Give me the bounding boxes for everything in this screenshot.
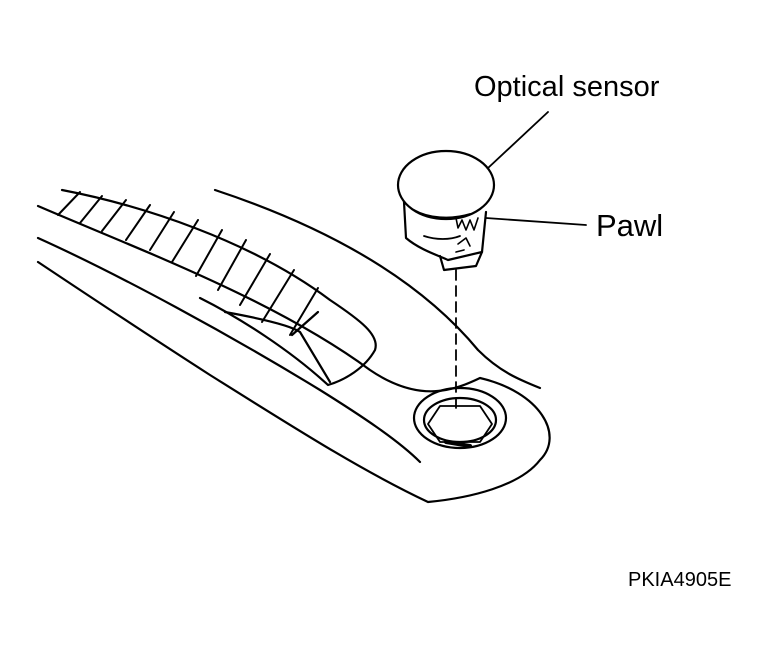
mounting-hole-hex <box>427 405 493 443</box>
mounting-hole-outer <box>412 386 508 450</box>
panel-inner-edge <box>36 236 422 464</box>
leader-pawl <box>485 217 587 226</box>
label-optical-sensor: Optical sensor <box>474 71 660 103</box>
grille-outline <box>60 188 377 387</box>
mounting-hole-shadow <box>444 440 472 448</box>
sensor-pawl-clips <box>455 217 479 253</box>
grille-wedge-edge <box>290 310 320 337</box>
leader-optical-sensor <box>487 111 549 169</box>
sensor-body <box>402 200 488 262</box>
sensor-base <box>438 250 484 272</box>
grille-slats <box>57 191 319 336</box>
grille-wedge <box>223 310 332 384</box>
panel-rear-edge <box>213 188 542 390</box>
label-pawl: Pawl <box>596 208 664 243</box>
sensor-cap <box>396 149 496 221</box>
sensor-band <box>423 235 461 240</box>
figure-code: PKIA4905E <box>628 569 732 591</box>
panel-outline <box>36 204 551 504</box>
sensor-collar <box>413 209 471 219</box>
